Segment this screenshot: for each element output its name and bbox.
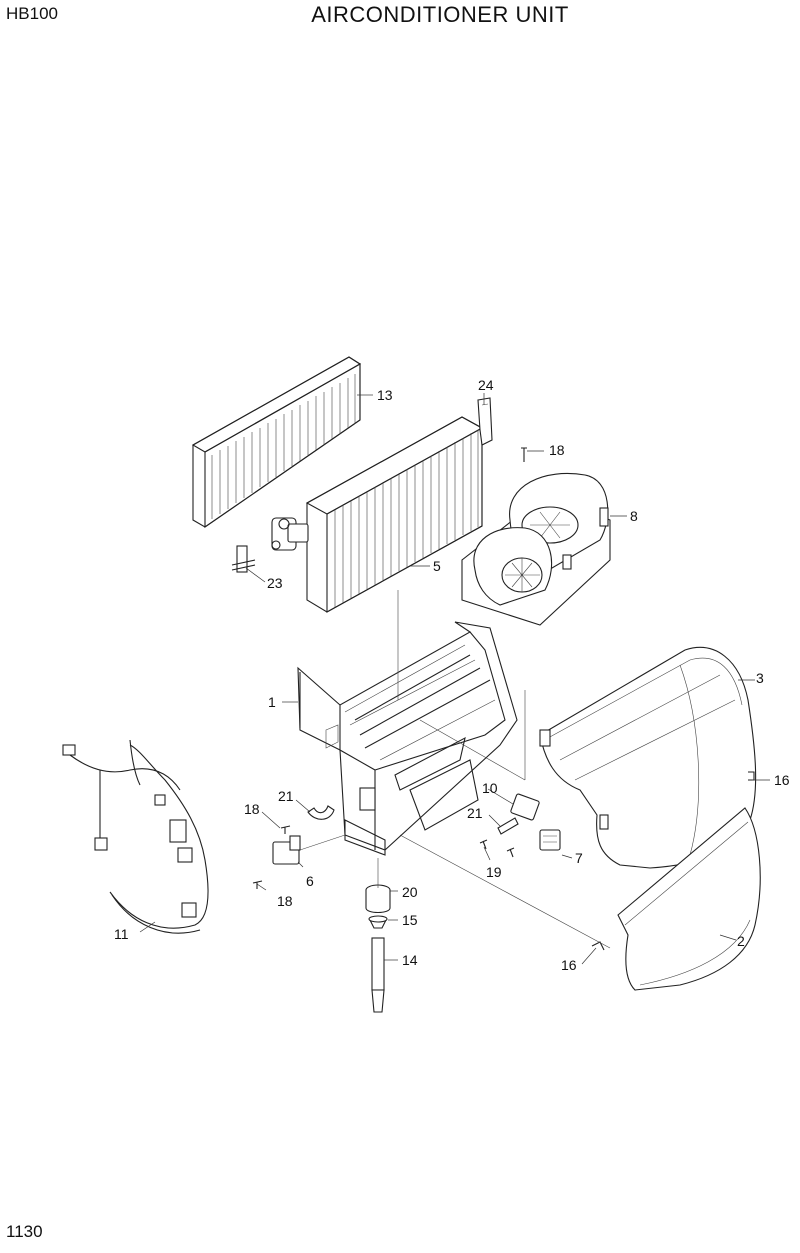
grommet-icon [368,915,388,929]
callout-3: 3 [756,670,764,686]
callout-21-right: 21 [467,805,483,821]
relay-icon [510,793,561,851]
callout-numbers: 13 24 18 8 5 23 1 3 16 2 16 21 18 6 18 1… [114,377,790,973]
callout-19: 19 [486,864,502,880]
leader-lines [139,393,770,965]
callout-21-left: 21 [278,788,294,804]
assembly-lines [299,590,611,949]
callout-24: 24 [478,377,494,393]
callout-18-top: 18 [549,442,565,458]
callout-7: 8 [630,508,638,524]
clip-icon [307,805,335,820]
pipe-clamp-icon [231,545,256,573]
harness-icon [62,739,209,934]
model-code: HB100 [6,4,58,23]
callout-10: 7 [575,850,583,866]
callout-5: 5 [433,558,441,574]
clip-icon [591,771,755,951]
callout-14: 14 [402,952,418,968]
air-filter-icon [191,356,362,529]
bushing-icon [365,884,391,914]
evaporator-icon [271,416,484,613]
bracket-icon [477,397,493,446]
callout-16-right: 16 [774,772,790,788]
clip-icon [497,817,519,835]
cover-icon [539,646,757,869]
callout-18-left: 18 [244,801,260,817]
callout-2: 2 [737,933,745,949]
drain-hose-icon [371,937,385,1013]
callout-16-bottom: 16 [561,957,577,973]
callout-11: 10 [482,780,498,796]
screw-icon [252,447,527,889]
callout-8: 6 [306,873,314,889]
callout-23: 23 [267,575,283,591]
callout-15: 15 [402,912,418,928]
lower-cover-icon [617,807,761,991]
callout-18-bottom: 18 [277,893,293,909]
page-number: 1130 [6,1222,43,1241]
resistor-icon [272,835,301,865]
callout-6: 13 [377,387,393,403]
page-title: AIRCONDITIONER UNIT [311,2,569,27]
housing-icon [297,621,518,856]
callout-13: 11 [114,926,129,942]
callout-1: 1 [268,694,276,710]
callout-20: 20 [402,884,418,900]
blower-icon [461,472,611,626]
